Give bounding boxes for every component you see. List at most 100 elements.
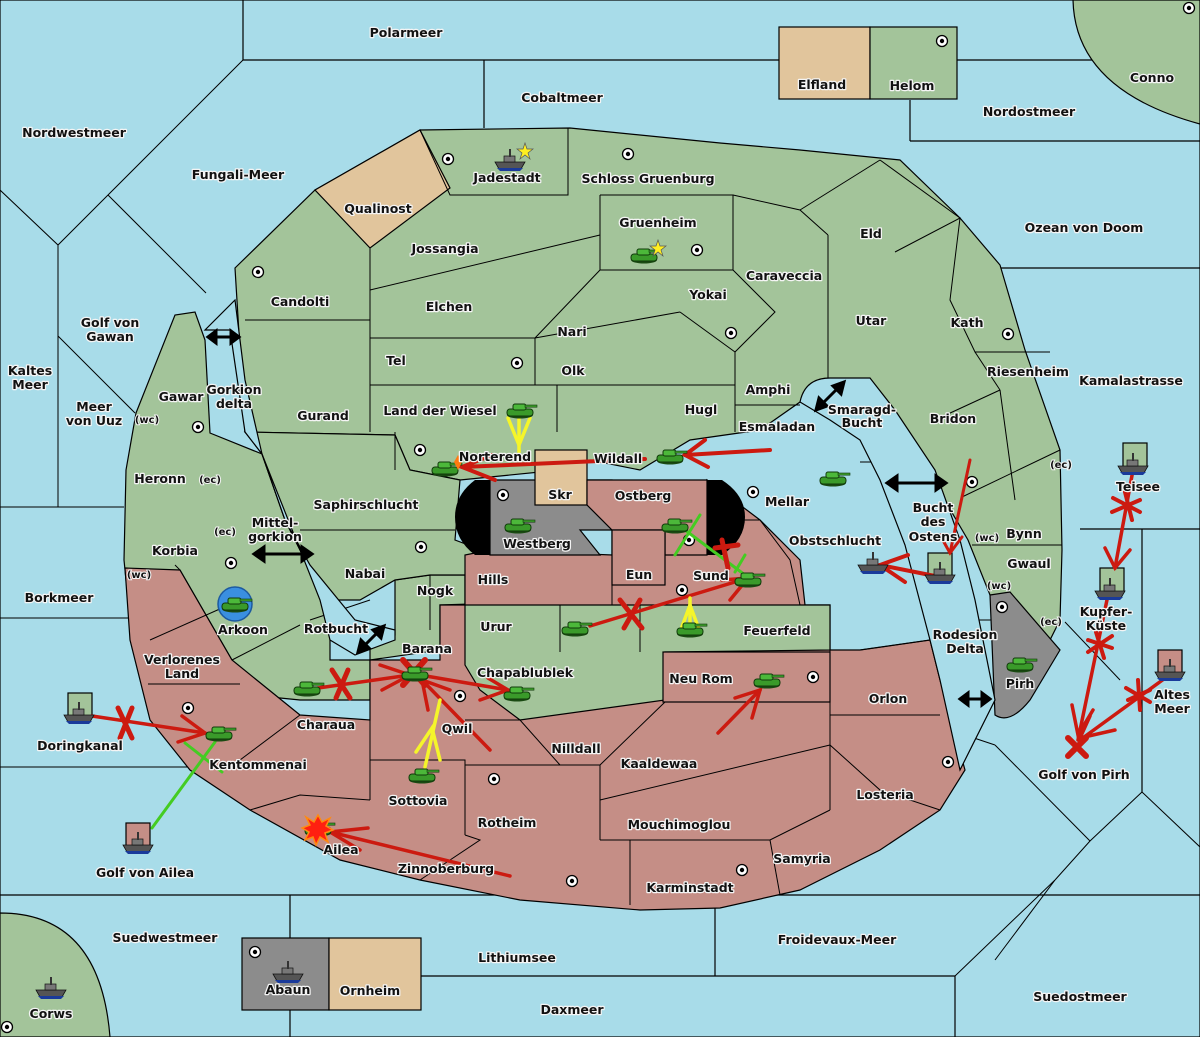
label-kaltes-meer-2: Meer — [12, 377, 48, 392]
label-altes-meer-2: Meer — [1154, 701, 1190, 716]
supply-center-icon — [690, 243, 704, 257]
supply-center-icon — [487, 772, 501, 786]
supply-center-icon — [1182, 1, 1196, 15]
sea-smaragd-bucht-ostens[interactable] — [799, 377, 996, 772]
label-ostberg: Ostberg — [615, 488, 672, 503]
label-heronn: Heronn — [134, 471, 186, 486]
star-icon — [516, 141, 534, 161]
label-lithiumsee: Lithiumsee — [478, 950, 556, 965]
label-tel: Tel — [386, 353, 406, 368]
province-corws[interactable] — [0, 912, 111, 1037]
province-skr[interactable] — [534, 449, 588, 506]
label-jossangia: Jossangia — [410, 241, 478, 256]
order-support-sottovia-barana[interactable] — [414, 698, 442, 769]
coast-marker-korbia-wc: (wc) — [127, 570, 151, 581]
order-move-doringkanal-kentommenai[interactable] — [90, 705, 209, 744]
label-verlorenes-land-1: Verlorenes — [144, 652, 220, 667]
sea-gorkion[interactable] — [203, 298, 396, 656]
label-smaragd-bucht-1: Smaragd- — [828, 402, 896, 417]
label-bridon: Bridon — [930, 411, 976, 426]
label-elfland: Elfland — [798, 77, 846, 92]
label-eun: Eun — [626, 567, 652, 582]
label-doringkanal: Doringkanal — [37, 738, 123, 753]
label-teisee: Teisee — [1116, 479, 1160, 494]
label-barana: Barana — [402, 641, 452, 656]
order-convoy-golfailea-kentommenai[interactable] — [150, 740, 224, 830]
coast-marker-gwaul-ec: (ec) — [1040, 617, 1062, 628]
province-ornheim[interactable] — [328, 937, 422, 1011]
order-move-teisee-kupfer[interactable] — [1103, 468, 1142, 572]
order-move-urur-sund[interactable] — [588, 575, 752, 631]
order-move-esmaladan-wildall[interactable] — [681, 438, 772, 469]
label-elchen: Elchen — [426, 299, 473, 314]
label-wildall: Wildall — [594, 451, 642, 466]
label-bucht-des-ostens-3: Ostens — [909, 529, 958, 544]
coast-marker-korbia-ec: (ec) — [214, 527, 236, 538]
supply-center-icon — [965, 475, 979, 489]
supply-center-icon — [621, 147, 635, 161]
order-move-barana-chapablublek[interactable] — [418, 673, 513, 702]
province-elfland[interactable] — [778, 26, 871, 100]
label-kamalastrasse: Kamalastrasse — [1079, 373, 1183, 388]
label-rodesion-delta-2: Delta — [946, 641, 984, 656]
supply-center-icon — [181, 701, 195, 715]
label-helom: Helom — [890, 78, 935, 93]
failed-move-cross-icon — [1065, 735, 1089, 759]
coast-marker-heronn-ec: (ec) — [199, 475, 221, 486]
supply-center-icon — [496, 488, 510, 502]
order-move-altesmeer-golfpirh[interactable] — [1076, 674, 1170, 742]
supply-center-icon — [413, 443, 427, 457]
label-kaltes-meer-1: Kaltes — [8, 363, 52, 378]
supply-center-icon — [248, 945, 262, 959]
label-sund: Sund — [693, 568, 729, 583]
label-nordwestmeer: Nordwestmeer — [22, 125, 127, 140]
label-froidevaux-meer: Froidevaux-Meer — [778, 932, 897, 947]
label-mellar: Mellar — [765, 494, 810, 509]
order-move-wildall-norterend[interactable] — [456, 453, 647, 482]
canal-links — [205, 328, 993, 708]
label-smaragd-bucht-2: Bucht — [842, 415, 883, 430]
label-chapablublek: Chapablublek — [477, 665, 574, 680]
label-zinnoberburg: Zinnoberburg — [398, 861, 494, 876]
label-mittelgorkion-2: gorkion — [248, 529, 302, 544]
link-arrow-icon — [251, 544, 315, 564]
label-riesenheim: Riesenheim — [987, 364, 1069, 379]
label-caraveccia: Caraveccia — [746, 268, 822, 283]
supply-center-icon — [191, 420, 205, 434]
province-eun[interactable] — [611, 529, 666, 586]
label-verlorenes-land-2: Land — [165, 666, 199, 681]
label-eld: Eld — [860, 226, 882, 241]
order-move-bridon-bucht[interactable] — [938, 458, 972, 556]
label-nordostmeer: Nordostmeer — [983, 104, 1076, 119]
order-move-ostberg-sund[interactable] — [673, 513, 747, 577]
label-orlon: Orlon — [869, 691, 908, 706]
label-pirh: Pirh — [1006, 676, 1035, 691]
province-pirh[interactable] — [989, 591, 1061, 719]
label-obstschlucht: Obstschlucht — [789, 533, 881, 548]
label-nilldall: Nilldall — [551, 741, 600, 756]
supply-center-icon — [806, 670, 820, 684]
label-gawar: Gawar — [159, 389, 205, 404]
cut-mark — [712, 537, 741, 571]
label-gorkion-delta-1: Gorkion — [206, 382, 261, 397]
label-jadestadt: Jadestadt — [472, 170, 540, 185]
label-korbia: Korbia — [152, 543, 198, 558]
label-ozean-von-doom: Ozean von Doom — [1025, 220, 1144, 235]
supply-center-icon — [941, 755, 955, 769]
label-skr: Skr — [548, 487, 572, 502]
province-conno[interactable] — [1072, 0, 1200, 125]
supply-center-icon — [724, 326, 738, 340]
owner-marker — [1122, 442, 1148, 468]
order-move-kaaldewaa-neurom[interactable] — [716, 687, 763, 735]
label-arkoon: Arkoon — [218, 622, 268, 637]
supply-center-icon — [224, 556, 238, 570]
province-qualinost[interactable] — [314, 129, 451, 249]
label-meer-von-uuz-2: von Uuz — [66, 413, 122, 428]
label-candolti: Candolti — [271, 294, 330, 309]
label-feuerfeld: Feuerfeld — [743, 623, 810, 638]
label-charaua: Charaua — [297, 717, 355, 732]
order-support-wiesel-norterend[interactable] — [506, 416, 532, 454]
label-abaun: Abaun — [266, 982, 311, 997]
